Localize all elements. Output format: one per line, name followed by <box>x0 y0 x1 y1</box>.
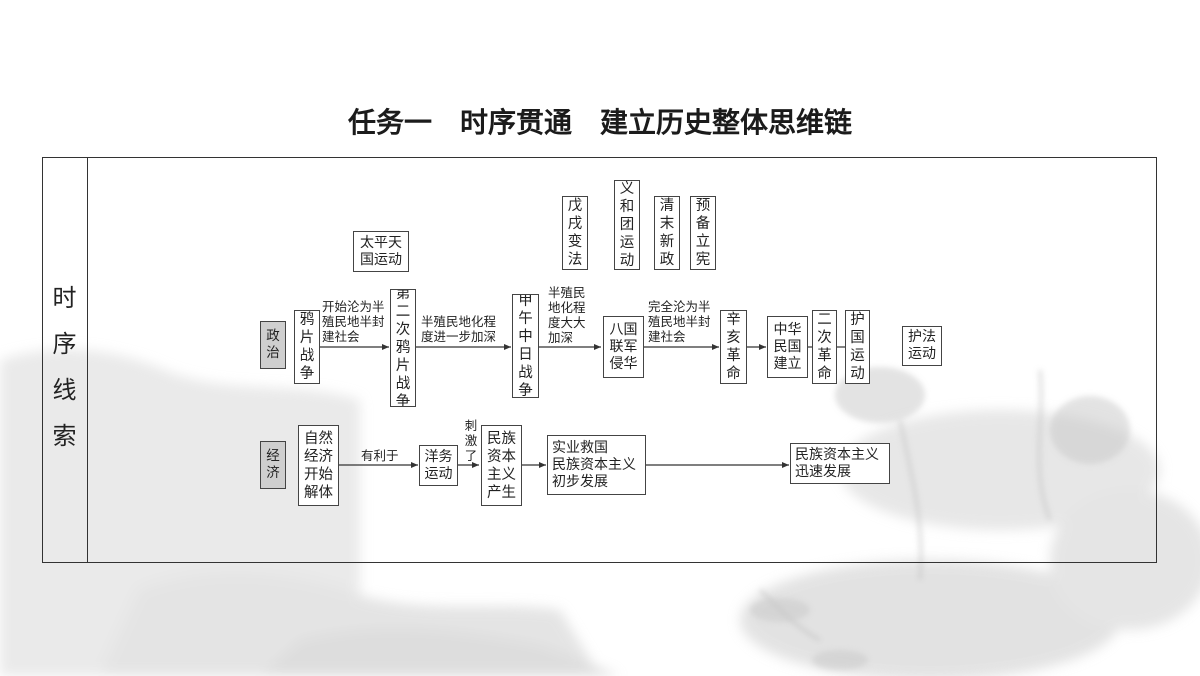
node-wuxu-reform: 戊 戌 变 法 <box>562 196 588 270</box>
node-qing-new-policies: 清 末 新 政 <box>654 196 680 270</box>
page-title: 任务一 时序贯通 建立历史整体思维链 <box>347 106 852 139</box>
node-roc-founded: 中华 民国 建立 <box>767 316 808 378</box>
node-natural-economy: 自然 经济 开始 解体 <box>298 425 339 506</box>
node-taiping: 太平天 国运动 <box>353 231 409 272</box>
node-national-protection: 护 国 运 动 <box>845 310 870 384</box>
node-westernization: 洋务 运动 <box>419 445 458 486</box>
politics-row-tag: 政 治 <box>260 321 286 369</box>
node-second-revolution: 二 次 革 命 <box>812 310 837 384</box>
node-national-capitalism-born: 民族 资本 主义 产生 <box>481 425 522 506</box>
label-stimulated: 刺 激 了 <box>464 418 478 463</box>
label-deepen-further: 半殖民地化程 度进一步加深 <box>421 314 497 344</box>
label-fully-semi-colonial: 完全沦为半 殖民地半封 建社会 <box>648 299 711 344</box>
node-constitution-prep: 预 备 立 宪 <box>690 196 716 270</box>
node-boxer-movement: 义 和 团 运 动 <box>614 180 640 270</box>
node-xinhai-revolution: 辛 亥 革 命 <box>720 310 747 384</box>
frame-divider <box>87 157 88 563</box>
label-deepen-greatly: 半殖民 地化程 度大大 加深 <box>548 285 586 345</box>
timeline-frame <box>42 157 1157 563</box>
label-favorable-to: 有利于 <box>361 448 399 463</box>
node-sino-japanese-war: 甲 午 中 日 战 争 <box>512 294 539 398</box>
node-opium-war: 鸦 片 战 争 <box>294 310 320 384</box>
node-second-opium-war: 第 二 次 鸦 片 战 争 <box>390 289 416 407</box>
node-rapid-development: 民族资本主义 迅速发展 <box>790 443 890 484</box>
node-eight-nation-alliance: 八国 联军 侵华 <box>603 316 644 378</box>
economy-row-tag: 经 济 <box>260 441 286 489</box>
node-industry-salvation: 实业救国 民族资本主义 初步发展 <box>547 435 646 495</box>
node-constitution-protection: 护法 运动 <box>902 326 942 366</box>
side-label: 时序线索 <box>52 284 77 450</box>
label-semi-colonial-start: 开始沦为半 殖民地半封 建社会 <box>322 299 385 344</box>
